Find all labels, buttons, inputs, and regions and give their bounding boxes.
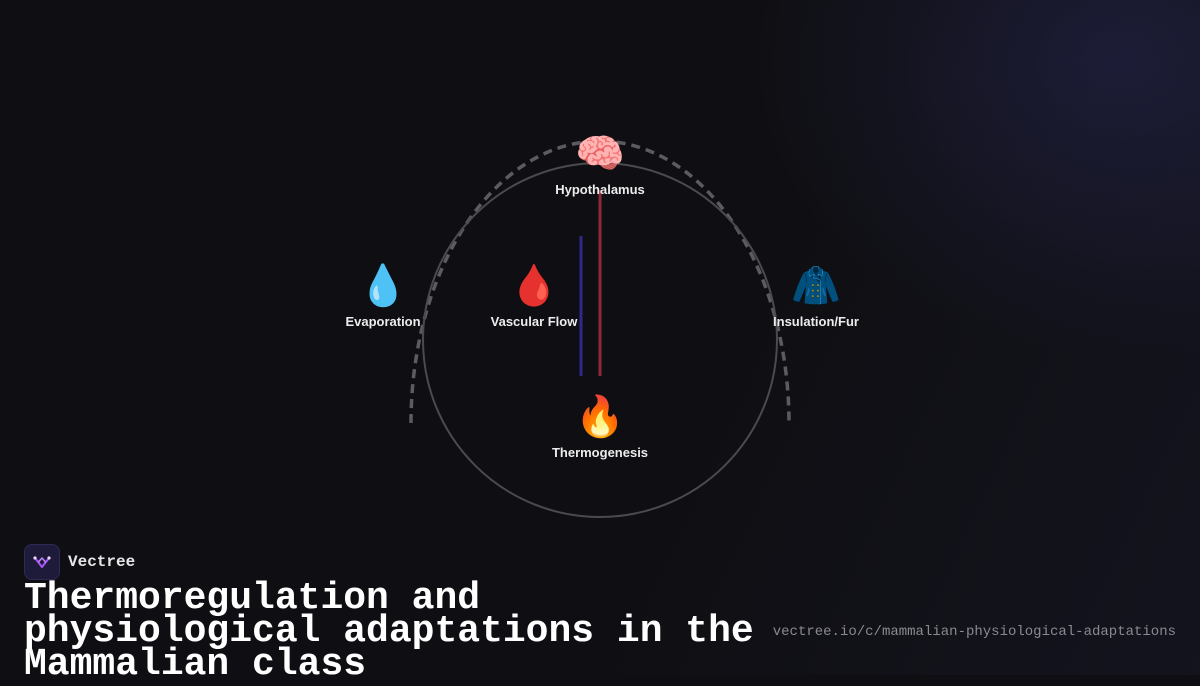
page-url[interactable]: vectree.io/c/mammalian-physiological-ada… (772, 624, 1176, 640)
node-insulation: 🧥 Insulation/Fur (773, 264, 859, 329)
coat-icon: 🧥 (791, 264, 841, 308)
main-circle (422, 162, 778, 518)
blood-drop-icon: 🩸 (509, 264, 559, 308)
node-label: Insulation/Fur (773, 314, 859, 329)
node-thermogenesis: 🔥 Thermogenesis (552, 395, 648, 460)
brand: Vectree (24, 544, 135, 580)
fire-icon: 🔥 (575, 395, 625, 439)
node-evaporation: 💧 Evaporation (345, 264, 420, 329)
page-title: Thermoregulation and physiological adapt… (24, 577, 754, 686)
node-label: Hypothalamus (555, 182, 645, 197)
node-label: Evaporation (345, 314, 421, 329)
brand-name: Vectree (68, 553, 136, 571)
brain-icon: 🧠 (575, 132, 625, 176)
dashed-arc (409, 139, 791, 424)
node-label: Vascular Flow (490, 314, 578, 329)
node-label: Thermogenesis (551, 445, 649, 460)
vectree-logo-icon (24, 544, 60, 580)
node-hypothalamus: 🧠 Hypothalamus (555, 132, 645, 197)
node-vascular-flow: 🩸 Vascular Flow (491, 264, 578, 329)
water-drop-icon: 💧 (358, 264, 408, 308)
